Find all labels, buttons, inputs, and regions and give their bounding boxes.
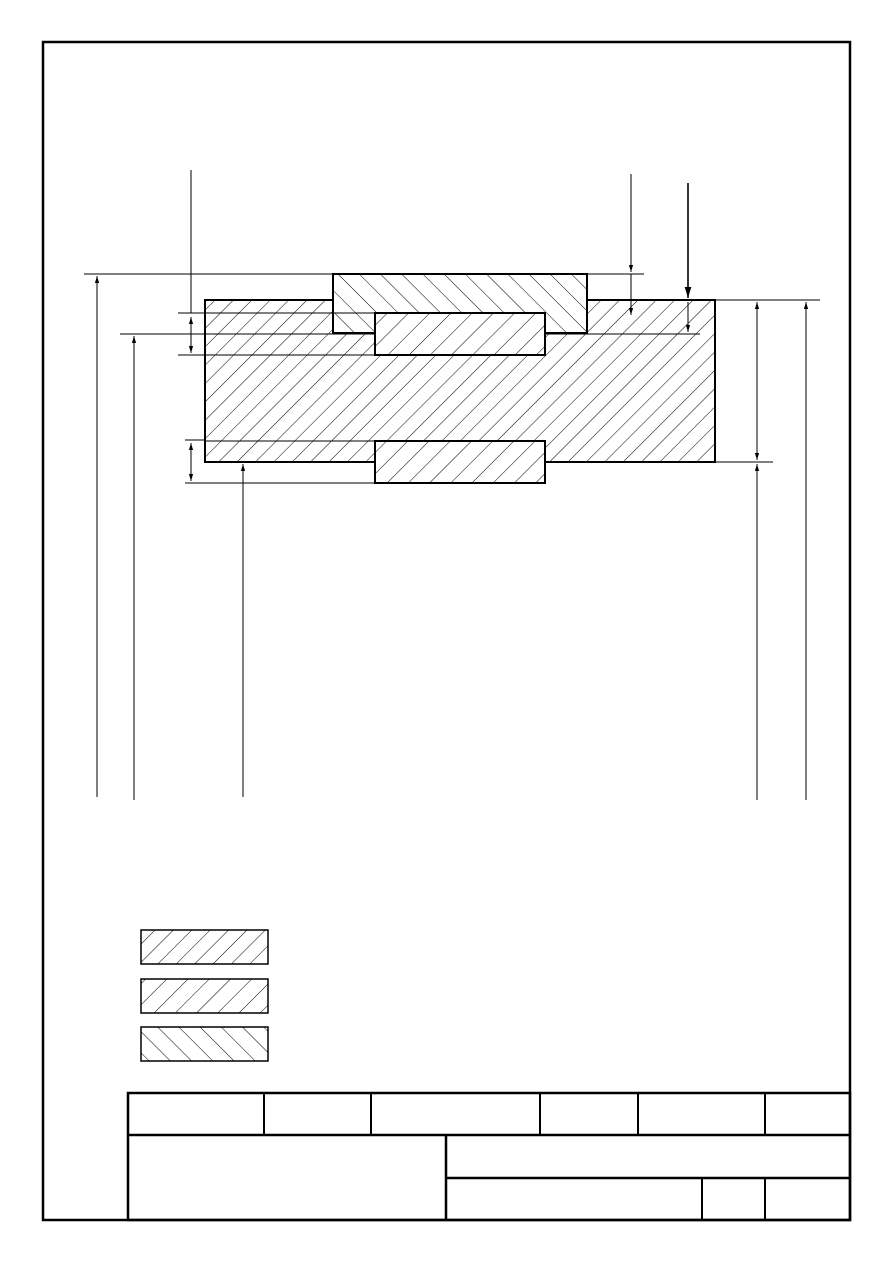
hatch-legend	[140, 929, 269, 1062]
legend-swatch-1	[140, 929, 269, 965]
title-block	[126, 1091, 852, 1222]
legend-swatch-2	[140, 978, 269, 1014]
legend-swatch-3	[140, 1026, 269, 1062]
dimension-lines	[84, 170, 820, 800]
part-drawing	[120, 273, 716, 484]
